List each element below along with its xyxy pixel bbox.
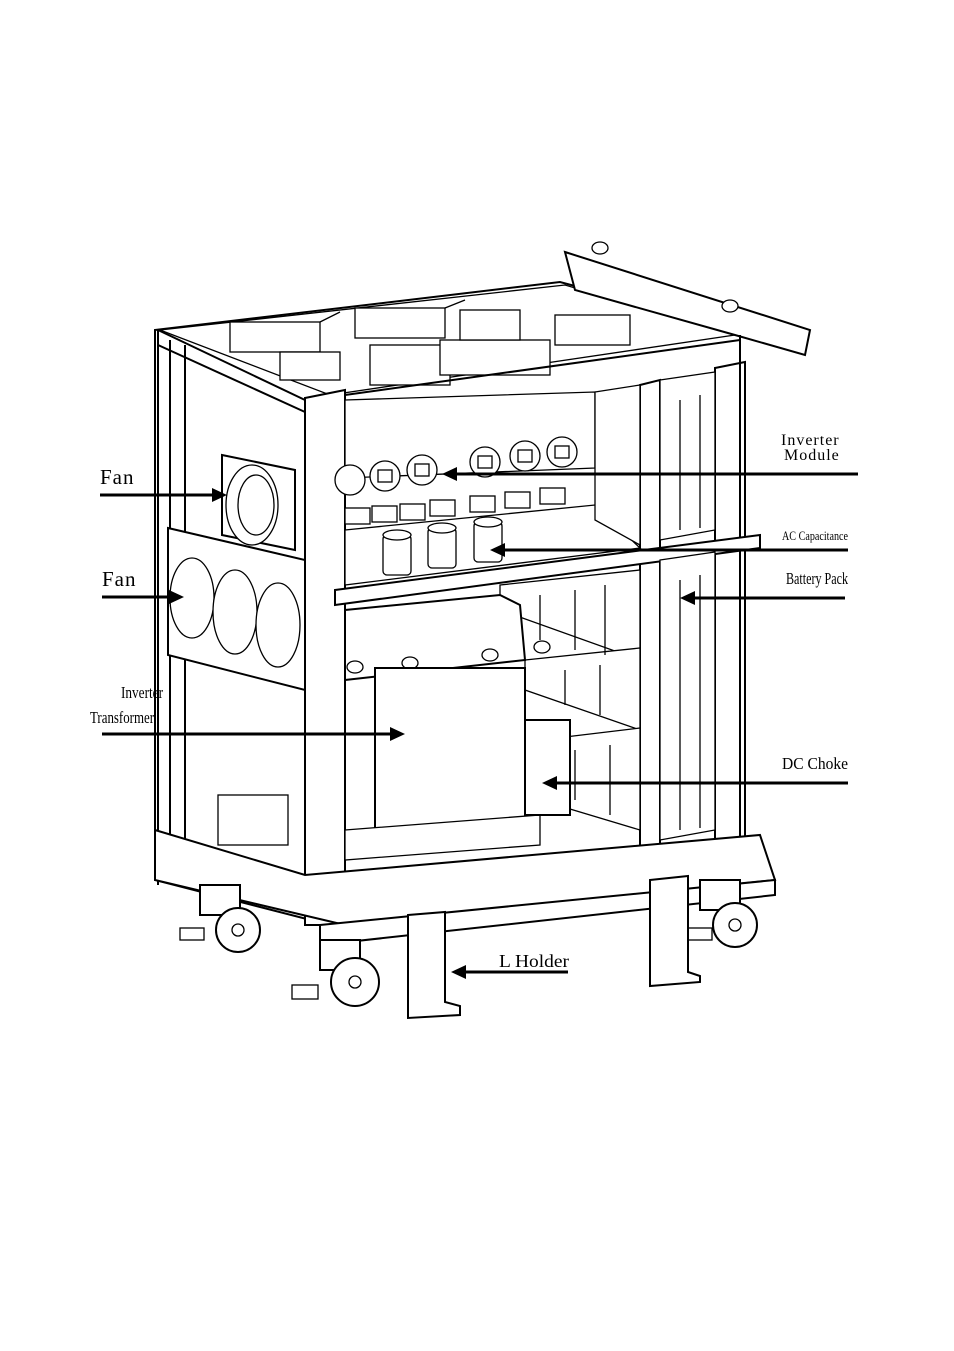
label-dc-choke: DC Choke	[782, 754, 848, 773]
transformer-base	[344, 814, 541, 861]
label-inverter-transformer-line2: Transformer	[90, 708, 154, 727]
inverter-module-sockets	[334, 436, 578, 496]
front-right-post	[639, 378, 661, 861]
top-components	[229, 299, 631, 386]
top-lamp-2	[721, 299, 739, 313]
label-inverter-transformer-line1: Inverter	[121, 683, 163, 702]
upper-fan	[225, 464, 279, 546]
l-holders	[407, 874, 701, 1020]
arrow-dc-choke	[542, 776, 848, 790]
arrow-ac-capacitance	[490, 543, 848, 557]
mid-rail	[334, 533, 761, 607]
top-hood	[563, 250, 812, 357]
label-ac-capacitance: AC Capacitance	[782, 528, 848, 543]
label-battery-pack: Battery Pack	[786, 569, 848, 588]
label-inverter-module-line2: Module	[784, 447, 840, 464]
cabinet-drawing	[154, 241, 812, 1020]
connector-row	[344, 487, 566, 525]
label-inverter-module-line1: Inverter	[781, 432, 840, 449]
labels: Fan Fan Inverter Transformer Inverter Mo…	[90, 432, 848, 971]
lower-fan-2	[212, 569, 258, 655]
casters	[179, 879, 758, 1007]
lower-fan-3	[255, 582, 301, 668]
arrow-inverter-module	[442, 467, 858, 481]
arrow-fan-upper	[100, 488, 227, 502]
arrow-l-holder	[451, 965, 568, 979]
arrow-inverter-transformer	[102, 727, 405, 741]
transformer-core	[374, 667, 526, 839]
transformer-top	[344, 593, 527, 682]
ac-capacitors	[382, 516, 503, 576]
dc-choke	[524, 719, 571, 816]
arrow-battery-pack	[680, 591, 845, 605]
label-arrows	[100, 467, 858, 979]
label-l-holder: L Holder	[499, 951, 569, 971]
label-fan-lower: Fan	[102, 567, 137, 591]
arrow-fan-lower	[102, 590, 184, 604]
top-lamp-1	[591, 241, 609, 255]
label-fan-upper: Fan	[100, 465, 135, 489]
